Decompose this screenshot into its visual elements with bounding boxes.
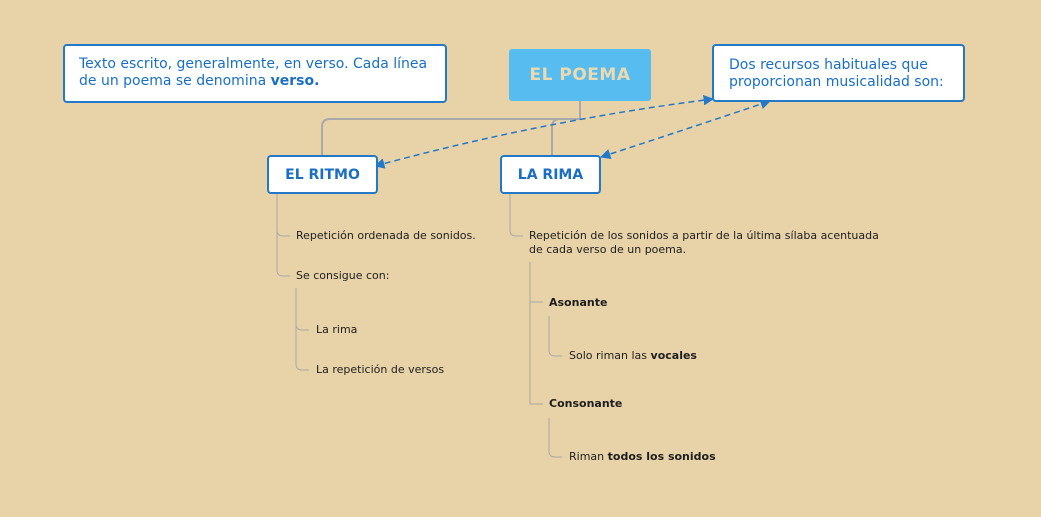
connector-root-to-ritmo — [321, 101, 581, 155]
ritmo-item-rima[interactable]: La rima — [316, 323, 358, 336]
topic-la-rima-label: LA RIMA — [517, 166, 584, 183]
rima-consonante[interactable]: Consonante — [549, 397, 623, 410]
topic-el-ritmo-label: EL RITMO — [285, 166, 360, 183]
root-topic-label: EL POEMA — [529, 65, 631, 85]
topic-la-rima[interactable]: LA RIMA — [500, 155, 601, 194]
definition-note: Texto escrito, generalmente, en verso. C… — [63, 44, 447, 103]
consonante-detail-bold: todos los sonidos — [607, 450, 716, 463]
rima-definition-line-2: de cada verso de un poema. — [529, 243, 687, 256]
resources-note: Dos recursos habituales que proporcionan… — [712, 44, 965, 102]
definition-note-bold: verso. — [270, 73, 320, 89]
asonante-detail-text: Solo riman las — [569, 349, 651, 362]
connector-rima-consonante — [529, 302, 543, 405]
connector-root-to-rima — [551, 118, 580, 157]
connector-rima-asonante — [529, 262, 543, 303]
definition-note-text: Texto escrito, generalmente, en verso. C… — [79, 56, 428, 89]
connector-ritmo-item-1 — [295, 288, 309, 331]
resources-note-text: Dos recursos habituales que proporcionan… — [729, 57, 944, 90]
topic-el-ritmo[interactable]: EL RITMO — [267, 155, 378, 194]
connector-consonante-detail — [548, 418, 562, 458]
ritmo-achieved-with[interactable]: Se consigue con: — [296, 269, 390, 282]
rima-definition[interactable]: Repetición de los sonidos a partir de la… — [529, 229, 879, 257]
rima-asonante[interactable]: Asonante — [549, 296, 608, 309]
connector-ritmo-definition — [276, 194, 290, 237]
connector-rima-definition — [509, 194, 523, 237]
rima-definition-line-1: Repetición de los sonidos a partir de la… — [529, 229, 879, 242]
consonante-detail-text: Riman — [569, 450, 608, 463]
relation-arrow-rima — [600, 99, 771, 160]
connector-asonante-detail — [548, 316, 562, 357]
connector-ritmo-achieved — [276, 230, 290, 277]
ritmo-definition[interactable]: Repetición ordenada de sonidos. — [296, 229, 476, 242]
connector-ritmo-item-2 — [295, 324, 309, 371]
root-topic-el-poema[interactable]: EL POEMA — [509, 49, 651, 101]
asonante-detail-bold: vocales — [650, 349, 697, 362]
ritmo-item-repeticion[interactable]: La repetición de versos — [316, 363, 445, 376]
rima-consonante-detail[interactable]: Riman todos los sonidos — [569, 450, 716, 464]
rima-asonante-detail[interactable]: Solo riman las vocales — [569, 349, 697, 363]
